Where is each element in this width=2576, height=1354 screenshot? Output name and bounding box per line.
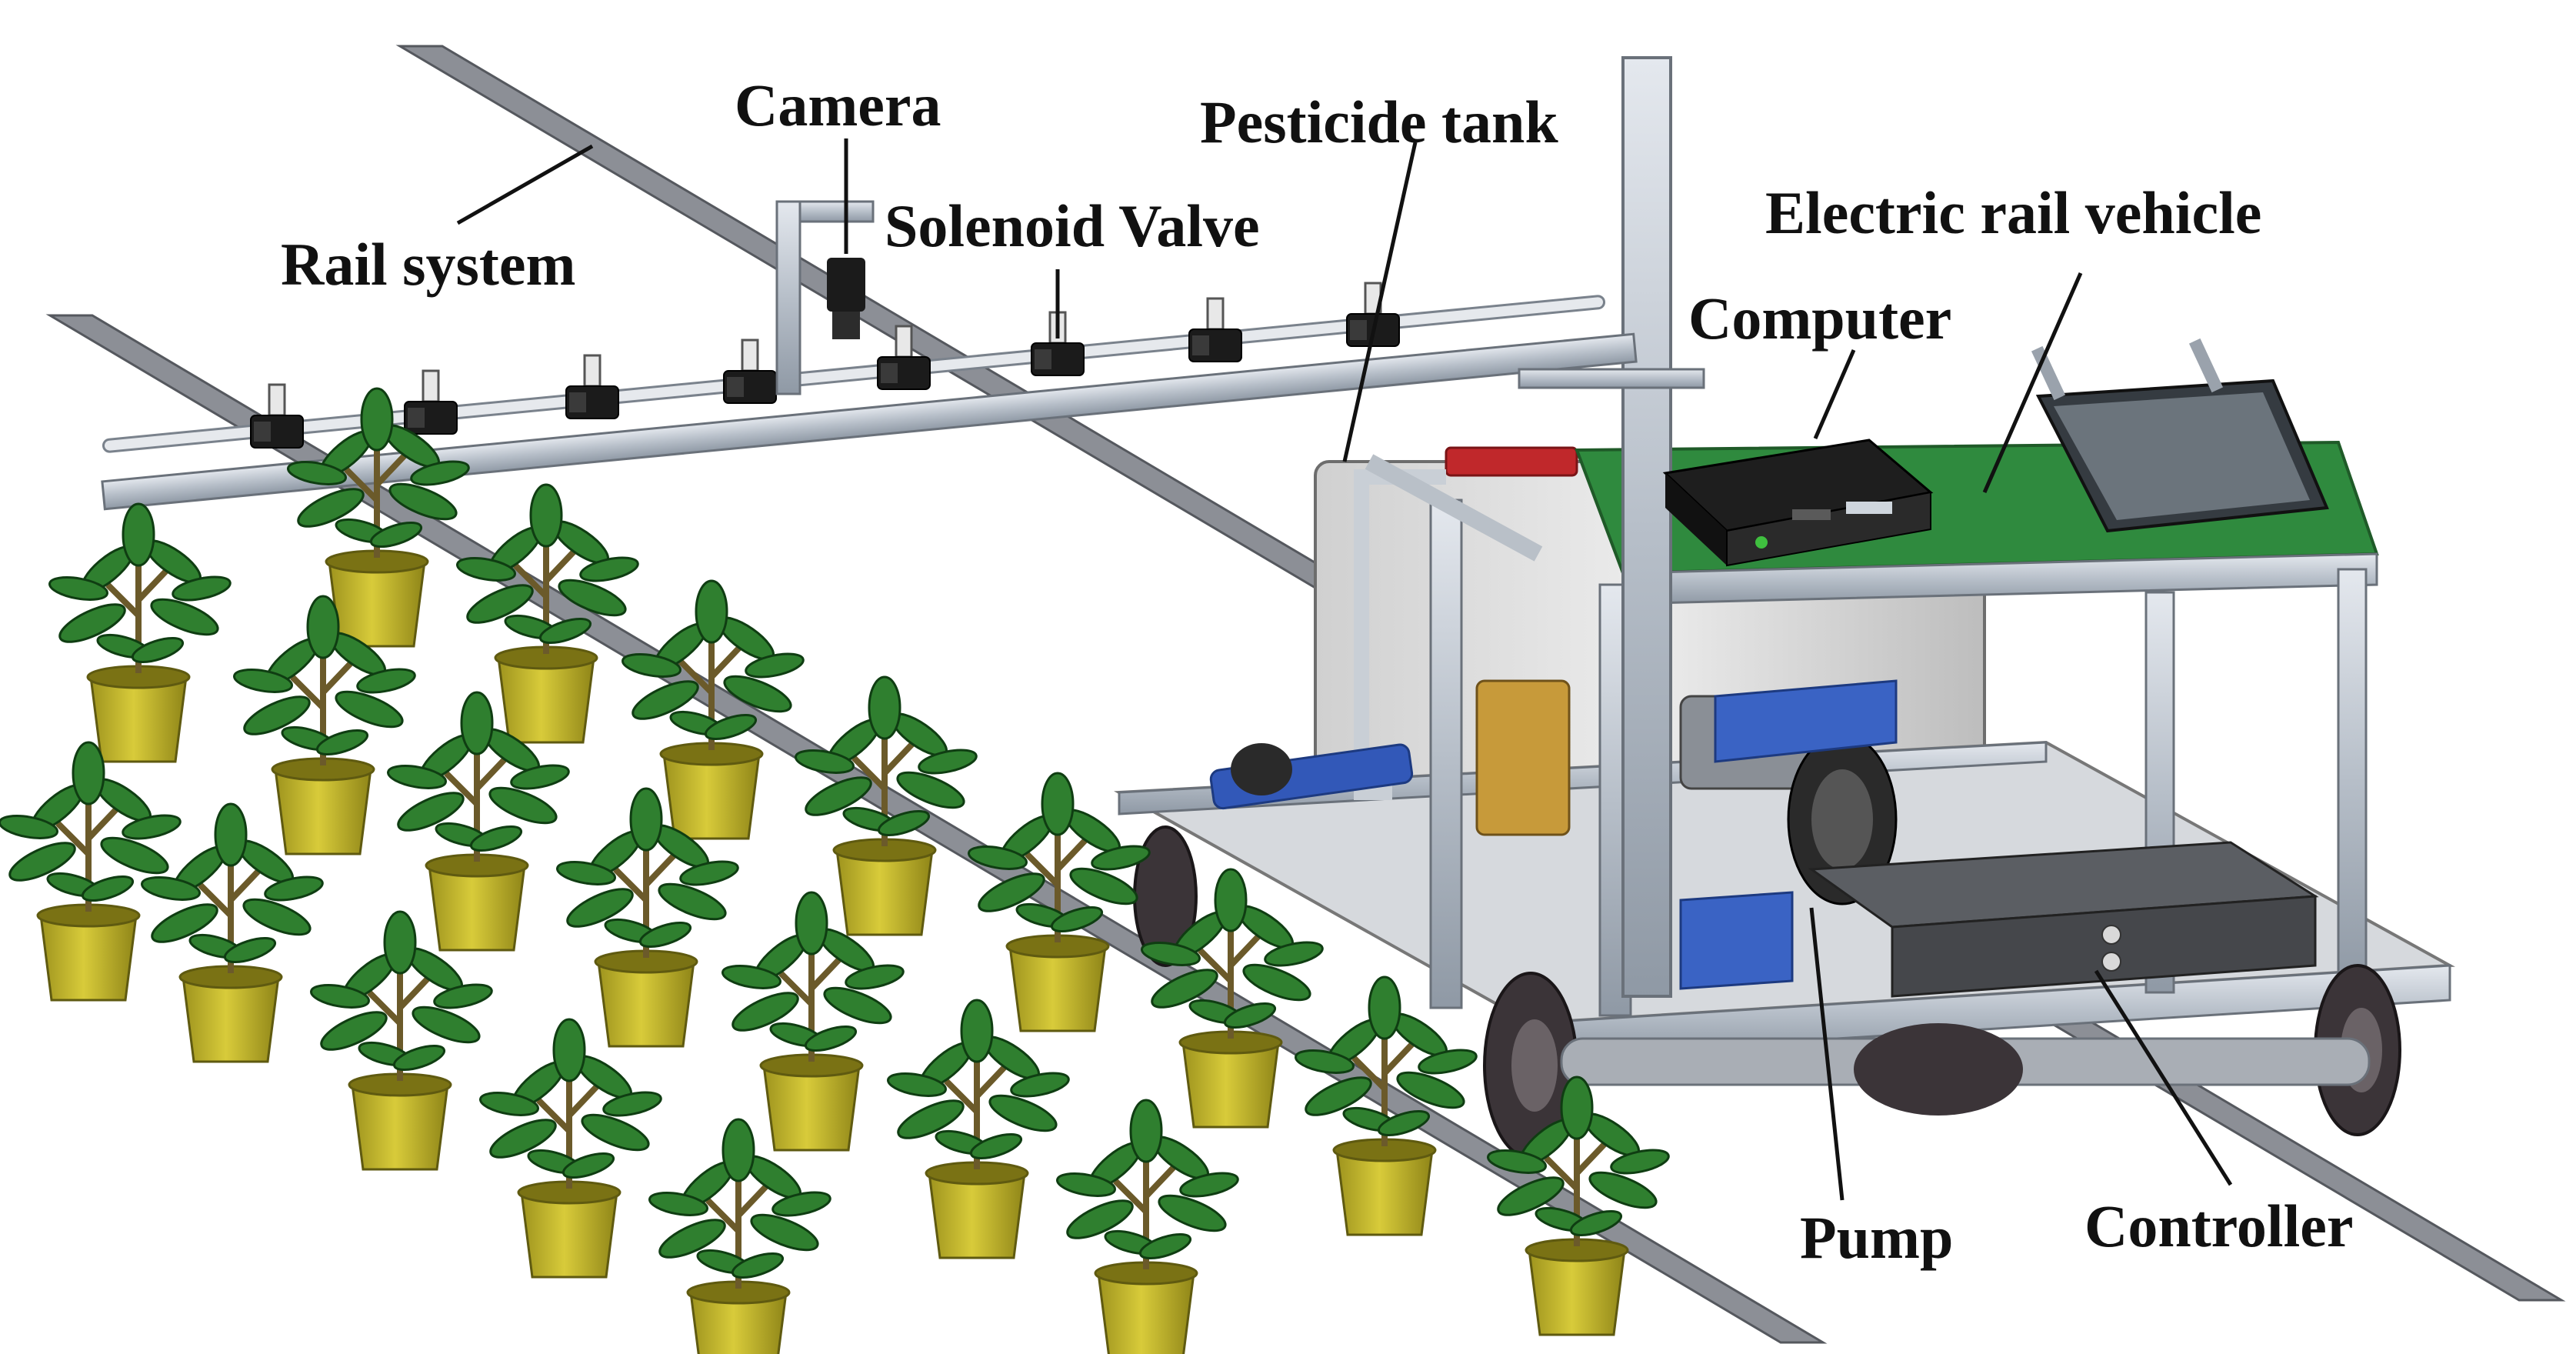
tablet-icon xyxy=(2031,338,2329,533)
label-solenoid-valve: Solenoid Valve xyxy=(885,192,1260,259)
camera-icon xyxy=(775,200,875,395)
pump xyxy=(1679,679,1898,990)
label-pesticide-tank: Pesticide tank xyxy=(1200,88,1558,155)
label-controller: Controller xyxy=(2084,1192,2354,1259)
controller xyxy=(1808,841,2319,998)
label-computer: Computer xyxy=(1688,285,1952,352)
computer-icon xyxy=(1662,439,1934,567)
leader-lines xyxy=(456,138,2233,1201)
label-pump: Pump xyxy=(1800,1204,1954,1271)
label-camera: Camera xyxy=(735,72,941,138)
label-electric-rail-vehicle: Electric rail vehicle xyxy=(1765,179,2262,246)
label-rail-system: Rail system xyxy=(281,231,576,298)
